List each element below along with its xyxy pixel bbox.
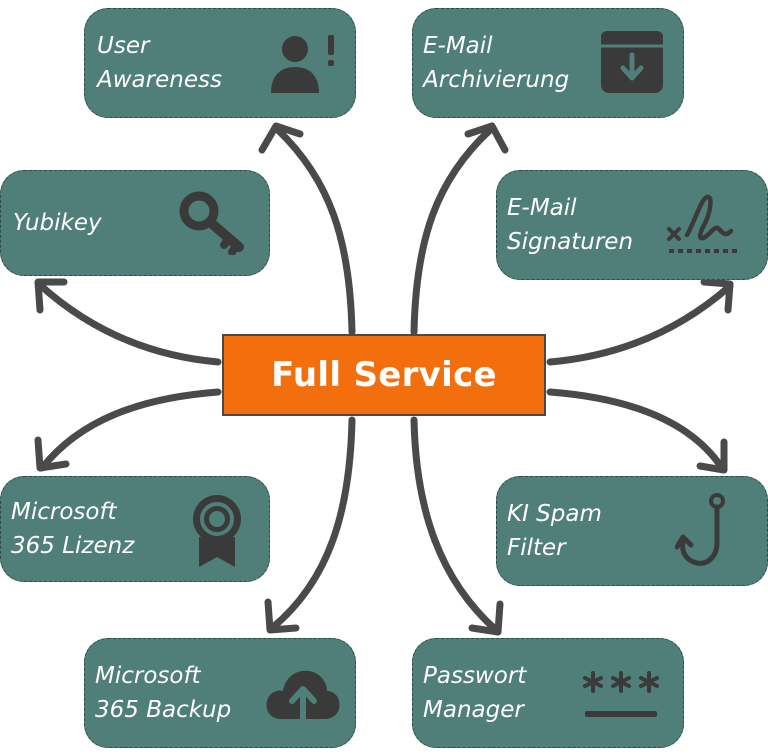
fishing-hook-icon xyxy=(675,493,725,566)
arrow-yubikey xyxy=(36,281,222,366)
service-email-archivierung: E-Mail Archivierung xyxy=(412,8,684,118)
arrow-ki-spam-filter xyxy=(546,388,726,472)
service-label-line2: Filter xyxy=(507,535,566,561)
service-label-line1: E-Mail xyxy=(507,195,577,221)
service-ki-spam-filter: KI Spam Filter xyxy=(496,476,768,586)
service-label: Yubikey xyxy=(13,206,102,240)
center-label: Full Service xyxy=(271,355,497,395)
service-label: Microsoft 365 Lizenz xyxy=(11,495,134,563)
service-label-line2: 365 Backup xyxy=(95,697,232,723)
service-label-line2: 365 Lizenz xyxy=(11,533,135,559)
service-label-line2: Archivierung xyxy=(423,67,570,93)
service-user-awareness: User Awareness xyxy=(84,8,356,118)
arrow-passwort-manager xyxy=(410,416,500,634)
service-label-line1: KI Spam xyxy=(507,501,602,527)
service-passwort-manager: Passwort Manager xyxy=(412,638,684,748)
service-label-line1: User xyxy=(97,33,150,59)
service-label-line1: Passwort xyxy=(423,663,527,689)
arrow-email-signaturen xyxy=(546,282,734,366)
archive-box-icon xyxy=(601,31,663,93)
service-label-line2: Awareness xyxy=(97,67,222,93)
arrow-ms365-lizenz xyxy=(38,388,222,472)
service-email-signaturen: E-Mail Signaturen xyxy=(496,170,768,280)
key-icon xyxy=(179,191,244,255)
password-icon xyxy=(583,671,659,717)
service-yubikey: Yubikey xyxy=(0,170,270,276)
service-label: Passwort Manager xyxy=(423,659,526,727)
arrow-user-awareness xyxy=(274,126,356,336)
service-label-line2: Manager xyxy=(423,697,524,723)
cloud-upload-icon xyxy=(266,670,340,722)
service-label-line1: Yubikey xyxy=(13,210,102,236)
service-label-line1: Microsoft xyxy=(11,499,117,525)
arrow-ms365-backup xyxy=(268,416,356,632)
full-service-center: Full Service xyxy=(222,334,546,416)
service-ms365-lizenz: Microsoft 365 Lizenz xyxy=(0,476,270,582)
service-label-line1: Microsoft xyxy=(95,663,201,689)
service-label: Microsoft 365 Backup xyxy=(95,659,231,727)
service-label-line1: E-Mail xyxy=(423,33,493,59)
service-label: E-Mail Archivierung xyxy=(423,29,569,97)
service-label: KI Spam Filter xyxy=(507,497,602,565)
service-label: E-Mail Signaturen xyxy=(507,191,633,259)
service-ms365-backup: Microsoft 365 Backup xyxy=(84,638,356,748)
user-alert-icon xyxy=(271,35,334,93)
service-label: User Awareness xyxy=(97,29,222,97)
award-badge-icon xyxy=(193,495,241,567)
signature-icon xyxy=(667,194,737,253)
service-label-line2: Signaturen xyxy=(507,229,634,255)
arrow-email-archivierung xyxy=(410,126,494,336)
